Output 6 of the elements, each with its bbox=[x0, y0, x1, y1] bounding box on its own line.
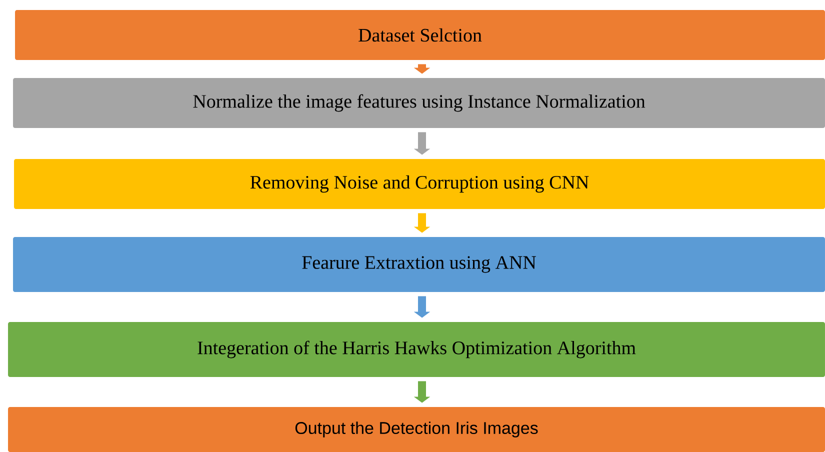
process-box: Output the Detection Iris Images bbox=[8, 407, 825, 452]
process-box: Normalize the image features using Instance Normalization bbox=[13, 78, 825, 128]
process-box: Dataset Selction bbox=[15, 10, 825, 60]
process-box: Integeration of the Harris Hawks Optimization Algorithm bbox=[8, 322, 825, 377]
process-box: Removing Noise and Corruption using CNN bbox=[14, 159, 825, 209]
process-box: Fearure Extraxtion using ANN bbox=[13, 237, 825, 292]
